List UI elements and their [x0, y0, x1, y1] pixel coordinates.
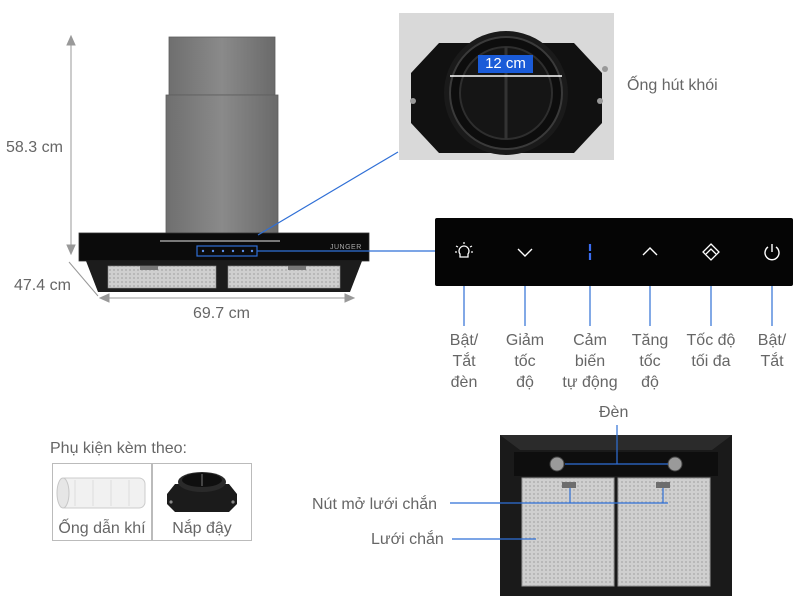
accessories-title: Phụ kiện kèm theo: — [50, 440, 187, 457]
control-label-line: Bật/ — [757, 332, 787, 349]
hood-chimney — [165, 36, 279, 236]
accessory-air-duct-label: Ống dẫn khí — [58, 520, 146, 537]
control-label-line: đèn — [450, 374, 478, 391]
brand-logo: JUNGER — [330, 244, 362, 251]
speed-down-button[interactable] — [505, 232, 545, 272]
grease-filter-label: Lưới chắn — [371, 531, 444, 548]
hood-body — [78, 232, 370, 292]
width-dimension-line — [98, 293, 356, 303]
depth-label: 47.4 cm — [14, 277, 71, 294]
control-label-line: Tăng — [631, 332, 669, 349]
height-dimension-line — [66, 34, 76, 256]
control-label-speed-down: Giảm tốc độ — [495, 330, 555, 393]
control-label-line: tự động — [562, 374, 618, 391]
control-label-line: độ — [516, 374, 534, 391]
control-label-line: Tốc độ — [686, 332, 736, 349]
light-label: Đèn — [599, 404, 629, 421]
control-label-line: tốc — [639, 353, 661, 370]
auto-sensor-button[interactable] — [570, 232, 610, 272]
light-toggle-button[interactable] — [444, 232, 484, 272]
filter-release-button-label: Nút mở lưới chắn — [312, 496, 438, 513]
control-label-line: tối đa — [691, 353, 731, 370]
control-label-line: biến — [574, 353, 606, 370]
accessory-cover-label: Nắp đậy — [172, 520, 232, 537]
chevron-up-icon — [642, 247, 658, 256]
width-label: 69.7 cm — [193, 305, 250, 322]
pipe-diameter-tag: 12 cm — [478, 55, 533, 73]
max-speed-icon — [702, 243, 720, 261]
exhaust-pipe-drawing — [399, 13, 614, 160]
control-label-line: Tắt — [452, 353, 476, 370]
control-label-line: độ — [641, 374, 659, 391]
control-panel — [435, 218, 793, 286]
light-bulb-icon — [455, 242, 473, 258]
control-label-max-speed: Tốc độ tối đa — [676, 330, 746, 372]
cover-image — [167, 472, 237, 512]
auto-sensor-icon — [588, 244, 592, 260]
control-label-auto-sensor: Cảm biến tự động — [552, 330, 628, 393]
underside-callout-lines — [450, 425, 668, 540]
depth-dimension-line — [68, 261, 99, 297]
air-duct-image — [56, 477, 146, 509]
control-label-power: Bật/ Tắt — [744, 330, 800, 372]
control-label-line: tốc — [514, 353, 536, 370]
control-label-speed-up: Tăng tốc độ — [620, 330, 680, 393]
exhaust-pipe-label: Ống hút khói — [627, 77, 718, 94]
control-label-line: Giảm — [505, 332, 545, 349]
max-speed-button[interactable] — [691, 232, 731, 272]
underside-photo — [500, 435, 732, 596]
power-icon — [764, 244, 780, 261]
accessory-cover: Nắp đậy — [152, 463, 252, 541]
power-button[interactable] — [752, 232, 792, 272]
pipe-callout-line — [257, 151, 399, 236]
control-label-line: Tắt — [760, 353, 784, 370]
exhaust-pipe-photo — [399, 13, 614, 160]
control-label-line: Cảm — [573, 332, 607, 349]
accessory-air-duct: Ống dẫn khí — [52, 463, 152, 541]
speed-up-button[interactable] — [630, 232, 670, 272]
height-label: 58.3 cm — [6, 139, 63, 156]
control-label-line: Bật/ — [449, 332, 479, 349]
chevron-down-icon — [517, 248, 533, 257]
control-label-light: Bật/ Tắt đèn — [434, 330, 494, 393]
